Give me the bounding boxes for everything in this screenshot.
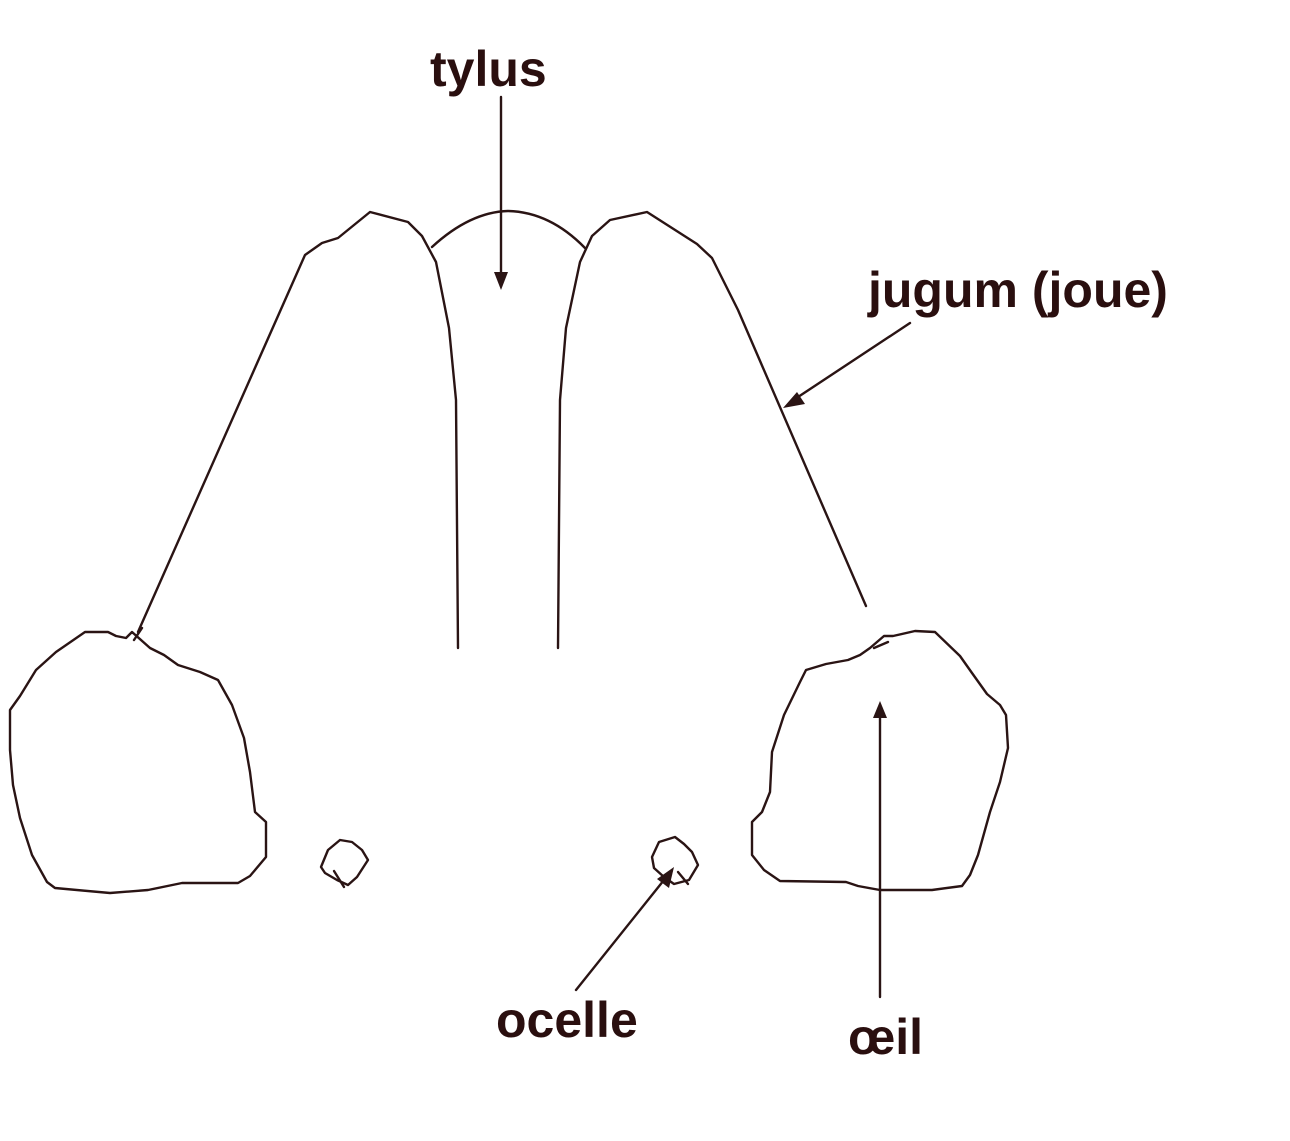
right-eye-notch (872, 640, 890, 650)
right-jugum-outline (556, 210, 868, 650)
label-jugum: jugum (joue) (867, 262, 1168, 318)
oeil-arrow-head (873, 701, 887, 718)
left-ocellus-outline (319, 838, 370, 887)
left-eye-notch (132, 626, 144, 642)
right-ocellus-outline (650, 835, 700, 886)
tylus-arrow-head (494, 272, 508, 290)
left-ocellus-detail (332, 869, 346, 889)
left-jugum-outline (136, 210, 460, 650)
ocelle-arrow-head (657, 867, 674, 888)
right-eye-outline (750, 629, 1010, 892)
ocelle-arrow-line (574, 878, 666, 992)
jugum-arrow-head (783, 392, 805, 408)
label-oeil: œil (848, 1009, 923, 1065)
right-ocellus-detail (676, 870, 690, 886)
tylus-outline (430, 209, 587, 250)
left-eye-outline (8, 630, 268, 895)
jugum-arrow-line (793, 321, 912, 401)
label-tylus: tylus (430, 41, 547, 97)
label-ocelle: ocelle (496, 992, 638, 1048)
